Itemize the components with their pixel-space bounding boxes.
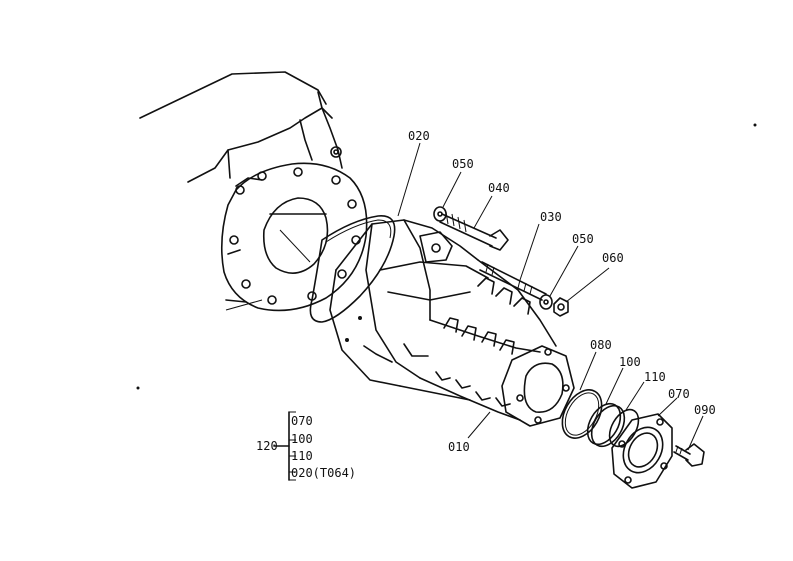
callout-040: 040 [488,181,510,195]
callout-010: 010 [448,440,470,454]
kit-label: 120 [256,439,278,453]
callout-050-b: 050 [572,232,594,246]
kit-item-020-t064: 020(T064) [291,466,356,480]
callout-100: 100 [619,355,641,369]
kit-item-070: 070 [291,414,313,428]
leader-lines [397,142,704,451]
bolt-090 [673,443,705,467]
gasket-020 [309,215,396,323]
ring-100 [586,402,626,448]
callout-090: 090 [694,403,716,417]
callout-020: 020 [408,129,430,143]
engine-block [139,71,343,187]
stud-030 [479,261,569,317]
bolt-040 [433,206,509,251]
cover-070 [611,413,673,489]
callout-060: 060 [602,251,624,265]
kit-item-110: 110 [291,449,313,463]
callout-080: 080 [590,338,612,352]
flange-housing [220,162,368,312]
callout-110: 110 [644,370,666,384]
kit-item-100: 100 [291,432,313,446]
main-housing-010 [329,219,575,427]
kit-bracket [273,411,296,481]
callout-030: 030 [540,210,562,224]
callout-050-a: 050 [452,157,474,171]
callout-070: 070 [668,387,690,401]
